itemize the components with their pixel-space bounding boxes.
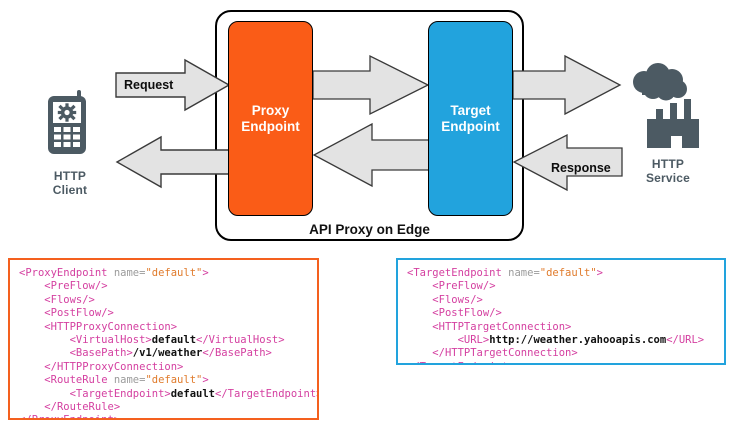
target-endpoint-label-line2: Endpoint <box>441 118 500 134</box>
code-line: <HTTPTargetConnection> <box>432 320 572 333</box>
code-line: <TargetEndpoint>default</TargetEndpoint> <box>69 387 319 400</box>
proxy-endpoint-box[interactable]: Proxy Endpoint <box>228 21 313 216</box>
code-line: <BasePath>/v1/weather</BasePath> <box>69 347 272 360</box>
code-line: </TargetEndpoint> <box>407 361 724 363</box>
proxy-to-target-arrow <box>312 54 430 116</box>
factory-cloud-icon <box>633 63 699 148</box>
http-service-node: HTTP Service <box>620 62 716 185</box>
code-line: <VirtualHost>default</VirtualHost> <box>69 334 285 347</box>
code-line: <ProxyEndpoint name="default"> <box>19 267 209 279</box>
code-line: <PreFlow/> <box>432 280 496 293</box>
code-line: <PostFlow/> <box>432 307 502 320</box>
code-line: <URL>http://weather.yahooapis.com</URL> <box>457 334 705 347</box>
response-arrow-label: Response <box>551 161 611 175</box>
code-line: <TargetEndpoint name="default"> <box>407 267 603 279</box>
http-service-label-line1: HTTP <box>651 157 685 171</box>
target-endpoint-box[interactable]: Target Endpoint <box>428 21 513 216</box>
http-client-label-line1: HTTP <box>53 169 87 183</box>
mobile-phone-icon <box>48 90 86 154</box>
request-arrow <box>115 58 231 112</box>
target-endpoint-label: Target Endpoint <box>441 103 499 135</box>
code-line: </HTTPTargetConnection> <box>432 347 578 360</box>
proxy-endpoint-label-line1: Proxy <box>251 102 290 118</box>
code-line: <PreFlow/> <box>44 280 108 293</box>
http-service-label-line2: Service <box>645 171 691 185</box>
code-line: </RouteRule> <box>44 401 121 414</box>
http-client-label-line2: Client <box>52 183 88 197</box>
http-client-node: HTTP Client <box>38 86 102 197</box>
http-client-label: HTTP Client <box>38 169 102 197</box>
code-line: <Flows/> <box>432 293 483 306</box>
request-arrow-label: Request <box>124 78 174 92</box>
code-line: </ProxyEndpoint> <box>19 414 317 418</box>
client-response-arrow <box>115 134 231 190</box>
code-line: <Flows/> <box>44 293 95 306</box>
target-to-service-arrow <box>512 54 622 116</box>
code-line: <HTTPProxyConnection> <box>44 320 178 333</box>
proxy-endpoint-label: Proxy Endpoint <box>241 103 299 135</box>
http-service-label: HTTP Service <box>620 157 716 185</box>
proxy-endpoint-label-line2: Endpoint <box>241 118 300 134</box>
target-endpoint-label-line1: Target <box>450 102 491 118</box>
target-to-proxy-arrow <box>312 122 430 188</box>
code-line: <PostFlow/> <box>44 307 114 320</box>
response-arrow <box>512 133 624 193</box>
api-proxy-caption: API Proxy on Edge <box>309 222 430 237</box>
target-endpoint-code-block: <TargetEndpoint name="default"> <PreFlow… <box>396 258 726 365</box>
code-line: </HTTPProxyConnection> <box>44 360 184 373</box>
proxy-endpoint-code-block: <ProxyEndpoint name="default"> <PreFlow/… <box>8 258 319 420</box>
code-line: <RouteRule name="default"> <box>44 374 209 387</box>
